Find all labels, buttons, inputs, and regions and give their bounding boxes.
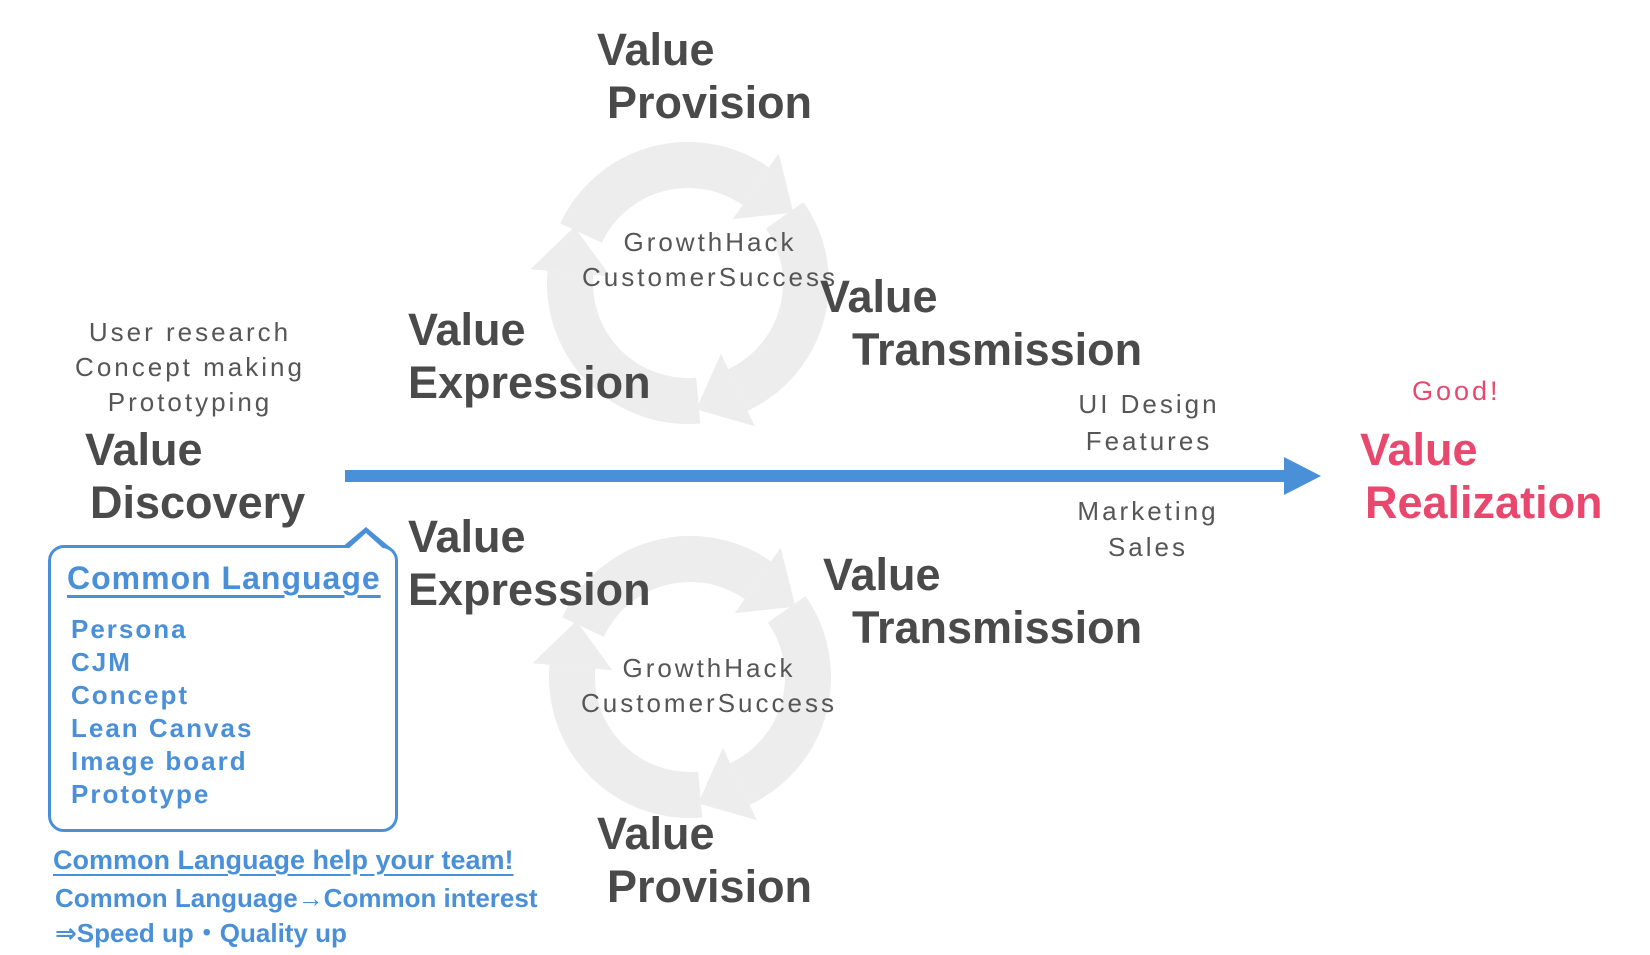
label-line: User research [88,317,292,347]
list-item: Lean Canvas [71,713,254,743]
stage-value-realization: Value Realization [1360,423,1603,529]
stage-line: Value [820,271,938,322]
stage-line: Expression [408,564,651,615]
list-item: CJM [71,647,132,677]
stage-line: Value [597,24,715,75]
right-lower-activities-label: Marketing Sales [988,493,1308,565]
label-line: Prototyping [107,387,273,417]
callout-title: Common Language [67,560,381,596]
stage-value-expression-bottom: Value Expression [408,510,651,616]
label-line: CustomerSuccess [581,688,837,718]
footnote-headline: Common Language help your team! [53,845,514,875]
label-line: Marketing [1077,496,1219,526]
stage-line: Value [597,808,715,859]
footnote-line: ⇒Speed up・Quality up [55,918,347,948]
stage-value-discovery: Value Discovery [85,423,305,529]
cycle-center-label-top: GrowthHack CustomerSuccess [550,225,870,295]
label-line: UI Design [1078,389,1220,419]
left-activities-label: User research Concept making Prototyping [30,315,350,420]
stage-line: Realization [1365,477,1603,528]
label-line: GrowthHack [622,653,796,683]
label-line: GrowthHack [623,227,797,257]
stage-value-expression-top: Value Expression [408,303,651,409]
label-line: Sales [1107,532,1189,562]
stage-line: Provision [607,77,813,128]
right-upper-activities-label: UI Design Features [989,386,1309,460]
label-line: Concept making [75,352,305,382]
stage-line: Transmission [852,324,1143,375]
stage-line: Value [85,424,203,475]
stage-value-provision-bottom: Value Provision [597,807,812,913]
stage-value-transmission-bottom: Value Transmission [823,548,1142,654]
stage-line: Discovery [90,477,306,528]
callout-item-list: Persona CJM Concept Lean Canvas Image bo… [71,613,253,811]
cycle-center-label-bottom: GrowthHack CustomerSuccess [549,651,869,721]
stage-line: Value [1360,424,1478,475]
stage-line: Value [823,549,941,600]
label-line: Features [1085,426,1213,456]
main-flow-arrow [345,470,1285,482]
stage-value-transmission-top: Value Transmission [820,270,1142,376]
list-item: Concept [71,680,189,710]
good-badge: Good! [1412,376,1501,406]
footnote-line: Common Language→Common interest [55,883,538,913]
stage-line: Value [408,304,526,355]
stage-line: Expression [408,357,651,408]
stage-line: Provision [607,861,813,912]
main-flow-arrowhead-icon [1284,457,1321,495]
common-language-callout: Common Language Persona CJM Concept Lean… [48,527,398,832]
stage-line: Transmission [852,602,1143,653]
stage-value-provision-top: Value Provision [597,23,812,129]
label-line: CustomerSuccess [582,262,838,292]
list-item: Prototype [71,779,211,809]
list-item: Persona [71,614,188,644]
stage-line: Value [408,511,526,562]
list-item: Image board [71,746,248,776]
